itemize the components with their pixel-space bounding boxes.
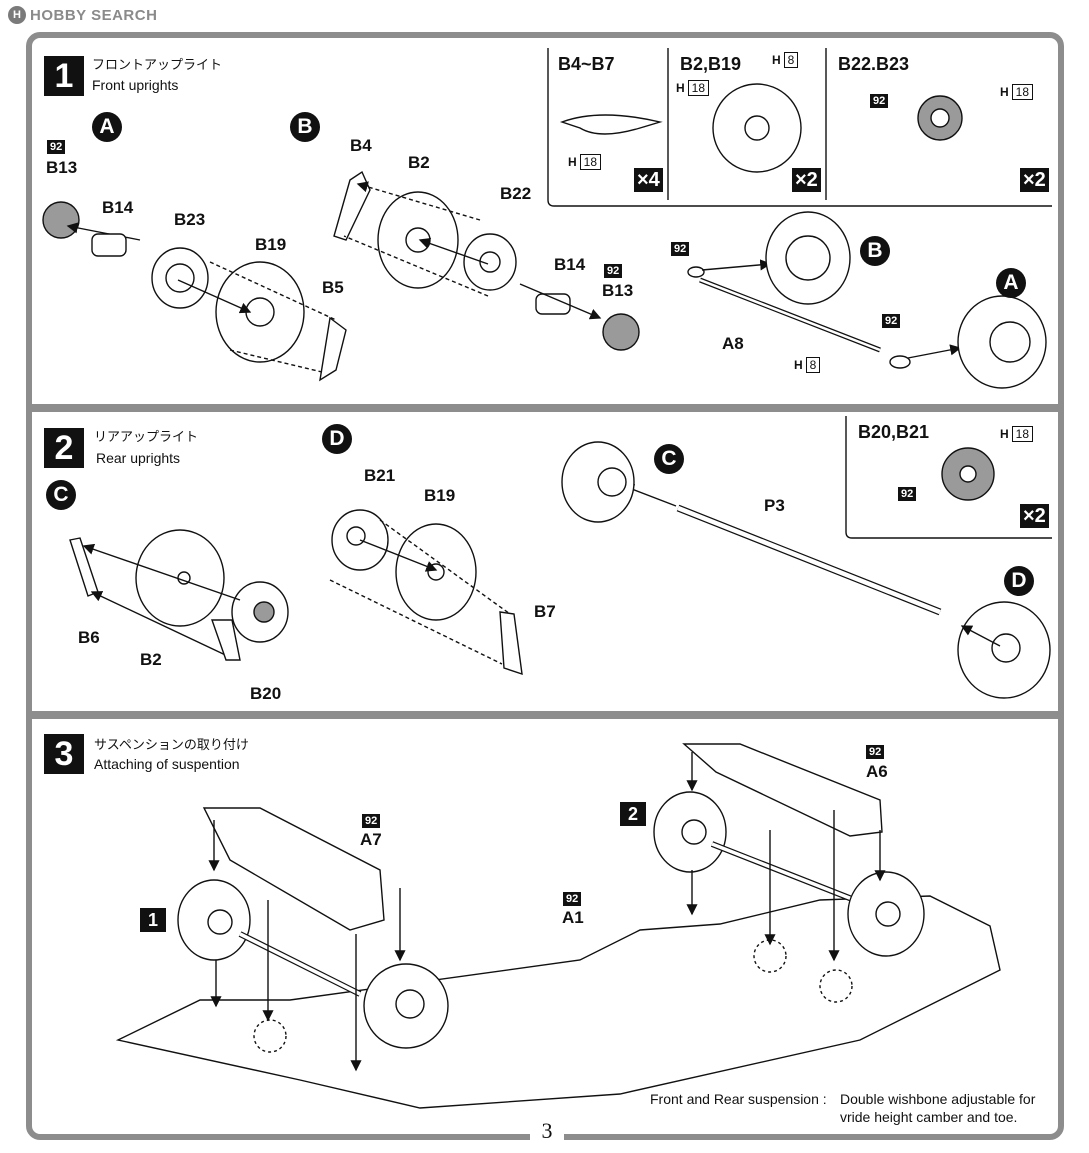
part-label-b5: B5 — [322, 278, 344, 297]
subassembly-d-marker: D — [322, 424, 352, 454]
ref-step-2-box: 2 — [620, 802, 646, 826]
part-label-b13-right: B13 — [602, 281, 634, 300]
part-number-badge: 92 — [898, 487, 917, 501]
part-label-a6: A6 — [866, 762, 888, 781]
part-number-badge: 92 — [604, 264, 623, 278]
ref-b-marker: B — [860, 236, 890, 266]
inset-length: H 18 — [676, 80, 710, 96]
part-label-b22: B22 — [500, 184, 532, 203]
step-divider-1 — [26, 404, 1064, 412]
step-1-number: 1 — [44, 56, 84, 96]
hobby-search-text: HOBBY SEARCH — [30, 6, 158, 24]
part-label-b14: B14 — [102, 198, 134, 217]
inset-title-b2-b19: B2,B19 — [680, 54, 742, 74]
step-1-title-en: Front uprights — [92, 77, 179, 93]
hobby-search-watermark: H HOBBY SEARCH — [8, 4, 157, 26]
step-3-title-en: Attaching of suspention — [94, 756, 240, 772]
part-label-b19: B19 — [255, 235, 287, 254]
step-2-title-en: Rear uprights — [96, 450, 181, 466]
page-number: 3 — [530, 1118, 564, 1144]
step-3-number: 3 — [44, 734, 84, 774]
part-label-p3: P3 — [764, 496, 785, 515]
step-2-number: 2 — [44, 428, 84, 468]
step-2-title-jp: リアアップライト — [94, 430, 199, 445]
part-label-a8: A8 — [722, 334, 744, 353]
inset-length: H 18 — [1000, 84, 1034, 100]
inset-length: H 18 — [1000, 426, 1034, 442]
suspension-note-line-2: vride height camber and toe. — [840, 1109, 1018, 1125]
part-label-b21: B21 — [364, 466, 396, 485]
part-number-badge: 92 — [882, 314, 901, 328]
part-label-b4: B4 — [350, 136, 372, 155]
part-label-b2: B2 — [140, 650, 162, 669]
quantity-badge: ×4 — [634, 168, 663, 192]
part-label-b14-right: B14 — [554, 255, 586, 274]
ref-c-marker: C — [654, 444, 684, 474]
subassembly-b-marker: B — [290, 112, 320, 142]
suspension-note-line-1: Double wishbone adjustable for — [840, 1091, 1036, 1107]
inset-title-b4-b7: B4~B7 — [558, 54, 615, 74]
part-number-badge: 92 — [870, 94, 889, 108]
part-label-b13: B13 — [46, 158, 78, 177]
part-number-badge: 92 — [362, 814, 381, 828]
part-label-b2: B2 — [408, 153, 430, 172]
inset-title-b22-b23: B22.B23 — [838, 54, 910, 74]
inset-title-b20-b21: B20,B21 — [858, 422, 930, 442]
step-3-title-jp: サスペンションの取り付け — [94, 738, 249, 753]
part-label-b6: B6 — [78, 628, 100, 647]
ref-a-marker: A — [996, 268, 1026, 298]
part-number-badge: 92 — [563, 892, 582, 906]
quantity-badge: ×2 — [792, 168, 821, 192]
ref-step-1-box: 1 — [140, 908, 166, 932]
suspension-note-label: Front and Rear suspension : — [650, 1091, 827, 1107]
step-divider-2 — [26, 711, 1064, 719]
ref-d-marker: D — [1004, 566, 1034, 596]
step-1-title-jp: フロントアップライト — [92, 58, 223, 73]
part-label-b20: B20 — [250, 684, 282, 703]
inset-length: H 18 — [568, 154, 602, 170]
part-label-a1: A1 — [562, 908, 584, 927]
inset-length: H 8 — [772, 52, 799, 68]
part-number-badge: 92 — [866, 745, 885, 759]
part-label-b7: B7 — [534, 602, 556, 621]
hobby-search-logo: H — [8, 6, 26, 24]
subassembly-c-marker: C — [46, 480, 76, 510]
quantity-badge: ×2 — [1020, 504, 1049, 528]
part-label-a7: A7 — [360, 830, 382, 849]
part-label-b23: B23 — [174, 210, 206, 229]
a8-length: H 8 — [794, 357, 821, 373]
part-number-badge: 92 — [47, 140, 66, 154]
quantity-badge: ×2 — [1020, 168, 1049, 192]
part-label-b19: B19 — [424, 486, 456, 505]
subassembly-a-marker: A — [92, 112, 122, 142]
part-number-badge: 92 — [671, 242, 690, 256]
